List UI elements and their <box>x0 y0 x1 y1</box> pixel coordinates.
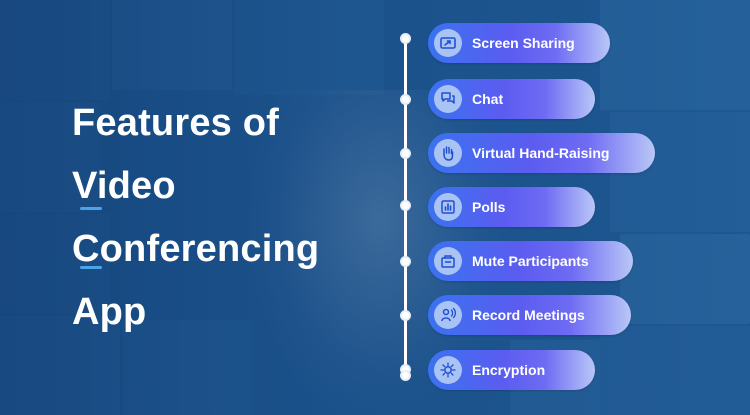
mute-participants-icon <box>434 247 462 275</box>
timeline-dot <box>400 200 411 211</box>
headline-line-2: Video <box>72 165 176 207</box>
feature-chat: Chat <box>428 79 595 119</box>
timeline-dot <box>400 94 411 105</box>
feature-label: Polls <box>472 199 506 215</box>
timeline-dot <box>400 148 411 159</box>
feature-label: Mute Participants <box>472 253 589 269</box>
headline-line-4: App <box>72 291 147 333</box>
feature-polls: Polls <box>428 187 595 227</box>
encryption-icon <box>434 356 462 384</box>
hand-icon <box>434 139 462 167</box>
feature-label: Screen Sharing <box>472 35 575 51</box>
poll-chart-icon <box>434 193 462 221</box>
feature-label: Chat <box>472 91 504 107</box>
feature-encryption: Encryption <box>428 350 595 390</box>
feature-label: Record Meetings <box>472 307 585 323</box>
feature-mute-participants: Mute Participants <box>428 241 633 281</box>
feature-label: Encryption <box>472 362 546 378</box>
accent-dash <box>80 266 102 269</box>
feature-virtual-hand-raising: Virtual Hand-Raising <box>428 133 655 173</box>
screen-share-icon <box>434 29 462 57</box>
feature-label: Virtual Hand-Raising <box>472 145 610 161</box>
timeline-dot <box>400 310 411 321</box>
accent-dash <box>80 207 102 210</box>
feature-screen-sharing: Screen Sharing <box>428 23 610 63</box>
headline-line-1: Features of <box>72 102 280 144</box>
headline: Features of Video Conferencing App <box>72 92 319 344</box>
feature-record-meetings: Record Meetings <box>428 295 631 335</box>
record-speaker-icon <box>434 301 462 329</box>
chat-icon <box>434 85 462 113</box>
timeline-dot <box>400 33 411 44</box>
headline-line-3: Conferencing <box>72 228 320 270</box>
timeline-dot <box>400 256 411 267</box>
timeline-dot <box>400 370 411 381</box>
